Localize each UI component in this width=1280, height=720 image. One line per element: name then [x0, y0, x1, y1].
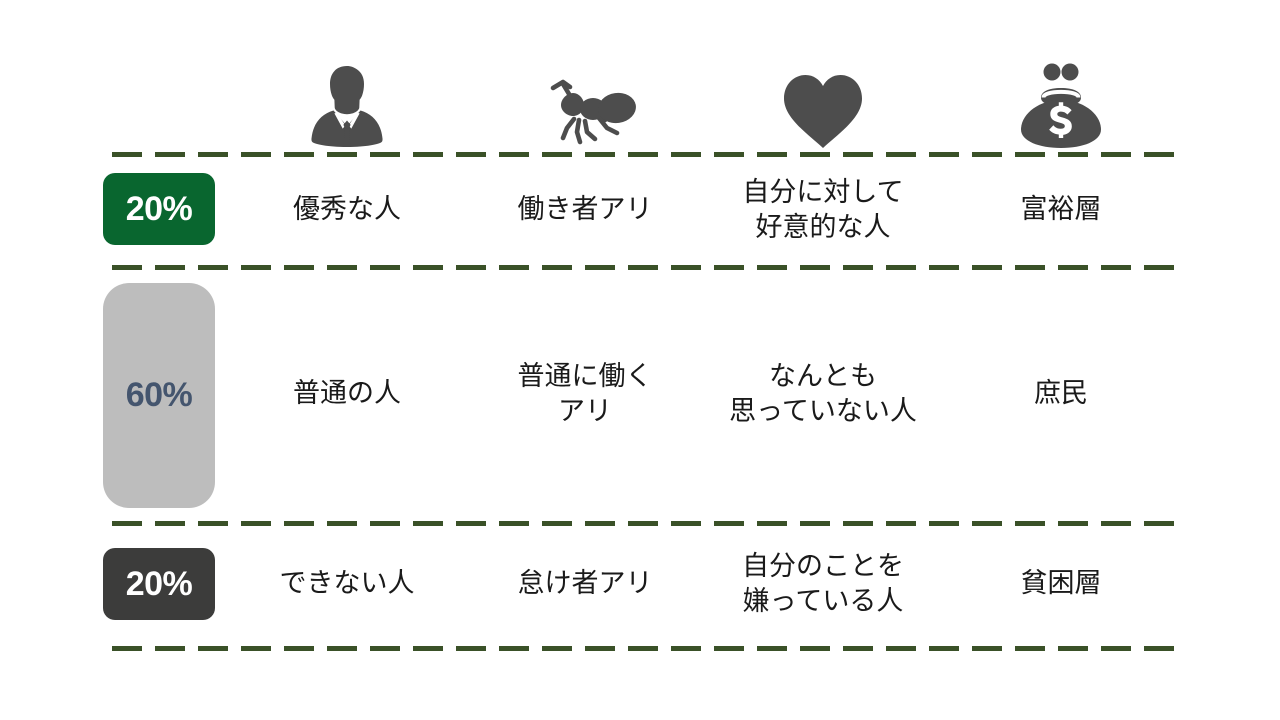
cell-wealth-bottom: 貧困層 [1020, 568, 1102, 599]
cell-people-top: 優秀な人 [293, 194, 401, 225]
percent-badge-top: 20% [103, 173, 215, 245]
percent-badge-middle-label: 60% [125, 376, 193, 414]
icon-header-row [228, 55, 1180, 150]
column-header-wealth [942, 55, 1180, 150]
percent-badge-middle: 60% [103, 283, 215, 508]
table-row: 優秀な人 働き者アリ 自分に対して 好意的な人 富裕層 [228, 158, 1180, 262]
cell-wealth-middle: 庶民 [1034, 378, 1088, 409]
percent-badge-bottom-label: 20% [125, 564, 193, 603]
cell-ants-bottom: 怠け者アリ [517, 568, 653, 599]
ant-icon [533, 76, 637, 150]
separator-line-1 [112, 152, 1180, 157]
percent-badge-bottom: 20% [103, 548, 215, 620]
column-header-ants [466, 55, 704, 150]
separator-line-4 [112, 646, 1180, 651]
cell-feelings-top: 自分に対して 好意的な人 [742, 176, 904, 242]
table-row: 普通の人 普通に働く アリ なんとも 思っていない人 庶民 [228, 270, 1180, 518]
separator-line-2 [112, 265, 1180, 270]
column-header-people [228, 55, 466, 150]
cell-people-middle: 普通の人 [293, 378, 401, 409]
cell-feelings-bottom: 自分のことを 嫌っている人 [742, 550, 904, 616]
cell-ants-top: 働き者アリ [517, 194, 653, 225]
cell-feelings-middle: なんとも 思っていない人 [729, 360, 917, 426]
cell-ants-middle: 普通に働く アリ [517, 360, 653, 426]
cell-wealth-top: 富裕層 [1020, 194, 1102, 225]
column-header-feelings [704, 55, 942, 150]
percent-badge-top-label: 20% [125, 189, 193, 228]
money-bag-icon [1019, 62, 1103, 150]
cell-people-bottom: できない人 [279, 568, 415, 599]
businessman-icon [307, 60, 387, 150]
table-row: できない人 怠け者アリ 自分のことを 嫌っている人 貧困層 [228, 525, 1180, 643]
heart-icon [780, 72, 866, 150]
separator-line-3 [112, 521, 1180, 526]
